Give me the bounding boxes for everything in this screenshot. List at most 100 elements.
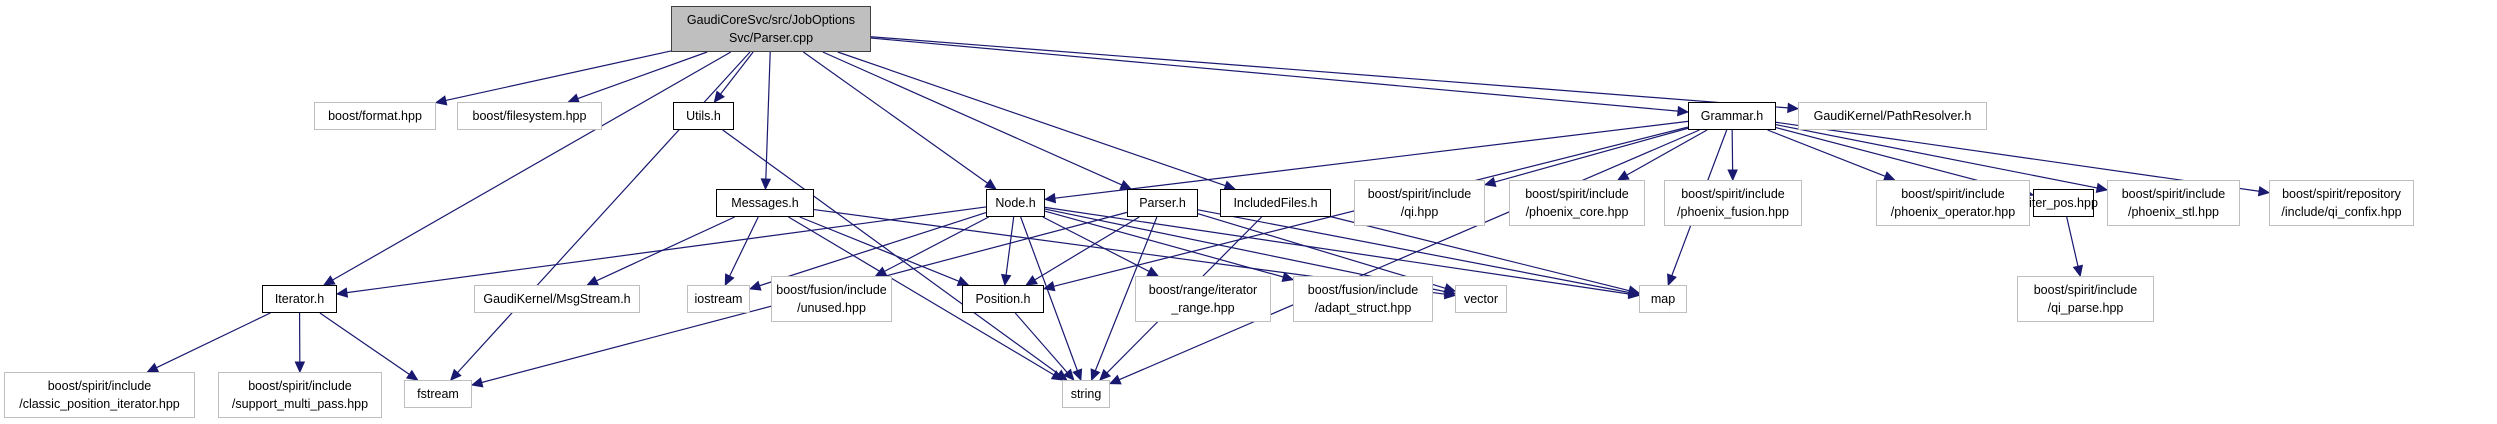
edge-node_h-to-iterator_h xyxy=(346,206,987,294)
edge-iterator_h-to-fstream xyxy=(319,312,410,375)
node-range-iterator-range: boost/range/iterator _range.hpp xyxy=(1135,276,1271,322)
edge-root-to-includedfiles_h xyxy=(837,51,1226,187)
node-root-parser-cpp: GaudiCoreSvc/src/JobOptions Svc/Parser.c… xyxy=(671,6,871,52)
arrowhead-root-to-fstream xyxy=(449,368,462,381)
edge-parser_h-to-position_h xyxy=(1034,216,1140,281)
node-map: map xyxy=(1639,285,1687,313)
node-vector: vector xyxy=(1455,285,1507,313)
edge-root-to-parser_h xyxy=(822,51,1123,186)
edge-grammar_h-to-qi_confix xyxy=(1775,121,2260,192)
arrowhead-grammar_h-to-phoenix_stl xyxy=(2095,182,2109,194)
edge-root-to-grammar_h xyxy=(870,37,1679,112)
arrowhead-messages_h-to-msgstream xyxy=(586,275,600,286)
node-fstream: fstream xyxy=(404,380,472,408)
edge-parser_h-to-string xyxy=(1094,216,1158,371)
edge-node_h-to-position_h xyxy=(1005,216,1015,276)
node-grammar-h[interactable]: Grammar.h xyxy=(1688,102,1776,130)
arrowhead-iter_pos-to-qi_parse xyxy=(2072,264,2084,278)
node-messages-h[interactable]: Messages.h xyxy=(716,189,814,217)
node-spirit-phoenix-core: boost/spirit/include /phoenix_core.hpp xyxy=(1509,180,1645,226)
node-fusion-adapt-struct: boost/fusion/include /adapt_struct.hpp xyxy=(1293,276,1433,322)
arrowhead-includedfiles_h-to-map xyxy=(1627,285,1641,296)
arrowhead-grammar_h-to-phoenix_core xyxy=(1616,170,1630,181)
arrowhead-node_h-to-adapt_struct xyxy=(1281,271,1295,282)
arrowhead-grammar_h-to-phoenix_fusion xyxy=(1727,169,1738,182)
node-fusion-unused: boost/fusion/include /unused.hpp xyxy=(771,276,892,322)
arrowhead-parser_h-to-vector xyxy=(1443,283,1457,294)
edge-node_h-to-iostream xyxy=(759,211,987,287)
edge-messages_h-to-msgstream xyxy=(596,216,735,282)
arrowhead-parser_h-to-fstream xyxy=(470,377,484,388)
arrowhead-node_h-to-iterator_h xyxy=(335,287,349,298)
edge-position_h-to-string xyxy=(1014,312,1068,373)
node-includedfiles-h[interactable]: IncludedFiles.h xyxy=(1220,189,1331,217)
edge-root-to-iterator_h xyxy=(332,51,732,281)
edge-utils_h-to-string xyxy=(722,129,1060,375)
node-iter-pos-hpp[interactable]: iter_pos.hpp xyxy=(2029,189,2098,217)
node-string: string xyxy=(1062,380,1110,408)
arrowhead-includedfiles_h-to-string xyxy=(1099,368,1112,381)
edge-grammar_h-to-string xyxy=(1118,129,1700,381)
arrowhead-node_h-to-position_h xyxy=(1000,273,1012,287)
edge-includedfiles_h-to-map xyxy=(1330,216,1630,292)
node-spirit-phoenix-stl: boost/spirit/include /phoenix_stl.hpp xyxy=(2107,180,2240,226)
node-spirit-support-multi-pass: boost/spirit/include /support_multi_pass… xyxy=(218,372,382,418)
node-spirit-classic-position-iterator: boost/spirit/include /classic_position_i… xyxy=(4,372,195,418)
arrowhead-grammar_h-to-qi_hpp xyxy=(1483,176,1497,188)
edge-grammar_h-to-phoenix_core xyxy=(1626,129,1708,176)
edge-root-to-boost_filesystem xyxy=(577,51,708,100)
node-spirit-qi-parse: boost/spirit/include /qi_parse.hpp xyxy=(2017,276,2154,322)
node-iostream: iostream xyxy=(687,285,750,313)
arrowhead-root-to-grammar_h xyxy=(1677,105,1690,117)
arrowhead-node_h-to-string xyxy=(1072,368,1083,382)
node-spirit-phoenix-operator: boost/spirit/include /phoenix_operator.h… xyxy=(1876,180,2030,226)
node-spirit-qi-confix: boost/spirit/repository /include/qi_conf… xyxy=(2269,180,2414,226)
arrowhead-node_h-to-fusion_unused xyxy=(874,266,888,277)
edge-root-to-boost_format xyxy=(445,50,672,102)
arrowhead-root-to-utils_h xyxy=(713,90,725,103)
arrowhead-grammar_h-to-map xyxy=(1667,273,1677,287)
arrowhead-iterator_h-to-classic_pos_iter xyxy=(146,362,160,373)
arrowhead-root-to-messages_h xyxy=(760,178,772,191)
node-gaudikernel-pathresolver: GaudiKernel/PathResolver.h xyxy=(1798,102,1987,130)
edge-root-to-fstream xyxy=(457,51,751,374)
edge-iterator_h-to-classic_pos_iter xyxy=(156,312,271,369)
edge-node_h-to-string xyxy=(1020,216,1078,371)
edge-grammar_h-to-node_h xyxy=(1054,120,1689,199)
arrowhead-messages_h-to-string xyxy=(1050,370,1064,381)
arrowhead-iterator_h-to-multi_pass xyxy=(294,361,306,374)
node-node-h[interactable]: Node.h xyxy=(986,189,1045,217)
arrowhead-node_h-to-iostream xyxy=(748,280,762,291)
edge-grammar_h-to-phoenix_operator xyxy=(1767,129,1886,177)
node-spirit-qi: boost/spirit/include /qi.hpp xyxy=(1354,180,1485,226)
edge-node_h-to-iterator_range xyxy=(1042,216,1150,272)
node-iterator-h[interactable]: Iterator.h xyxy=(262,285,337,313)
edge-node_h-to-map xyxy=(1044,206,1630,295)
arrowhead-parser_h-to-string xyxy=(1090,368,1101,382)
node-position-h[interactable]: Position.h xyxy=(962,285,1044,313)
node-utils-h[interactable]: Utils.h xyxy=(673,102,734,130)
node-boost-format: boost/format.hpp xyxy=(314,102,436,130)
edge-messages_h-to-string xyxy=(788,216,1055,376)
edge-root-to-messages_h xyxy=(765,51,771,180)
arrowhead-root-to-iterator_h xyxy=(322,275,336,286)
arrowhead-root-to-node_h xyxy=(984,178,997,190)
edge-grammar_h-to-phoenix_stl xyxy=(1775,124,2098,189)
edge-node_h-to-adapt_struct xyxy=(1044,210,1284,278)
arrowhead-messages_h-to-iostream xyxy=(724,273,735,287)
arrowhead-root-to-pathresolver xyxy=(1787,102,1800,114)
edge-messages_h-to-iostream xyxy=(729,216,759,277)
node-spirit-phoenix-fusion: boost/spirit/include /phoenix_fusion.hpp xyxy=(1664,180,1802,226)
arrowhead-iterator_h-to-fstream xyxy=(405,369,419,381)
node-gaudikernel-msgstream: GaudiKernel/MsgStream.h xyxy=(474,285,640,313)
arrowhead-grammar_h-to-node_h xyxy=(1043,192,1057,204)
node-parser-h[interactable]: Parser.h xyxy=(1127,189,1198,217)
edge-messages_h-to-position_h xyxy=(799,216,960,282)
arrowhead-parser_h-to-position_h xyxy=(1025,275,1038,286)
arrowhead-grammar_h-to-qi_confix xyxy=(2257,185,2271,197)
arrowhead-grammar_h-to-string xyxy=(1108,374,1122,385)
edge-iter_pos-to-qi_parse xyxy=(2066,216,2079,267)
edge-parser_h-to-map xyxy=(1197,209,1630,294)
